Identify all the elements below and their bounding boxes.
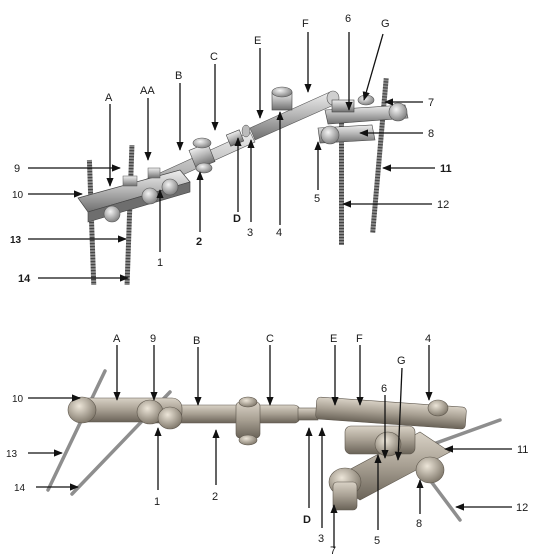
label-bot-E: E [330, 333, 337, 345]
label-top-2: 2 [196, 236, 202, 248]
label-bot-4: 4 [425, 333, 431, 345]
label-bot-8: 8 [416, 518, 422, 530]
label-top-AA: AA [140, 85, 155, 97]
label-top-6: 6 [345, 13, 351, 25]
label-bot-C: C [266, 333, 274, 345]
label-top-4: 4 [276, 227, 282, 239]
bottom-left-clamp [68, 397, 182, 429]
label-bot-F: F [356, 333, 363, 345]
label-bot-5: 5 [374, 535, 380, 547]
arrow-top-G [364, 34, 383, 100]
label-bot-10: 10 [12, 394, 24, 405]
label-top-13: 13 [10, 235, 22, 246]
label-bot-3: 3 [318, 533, 324, 545]
label-bot-6: 6 [381, 383, 387, 395]
label-bot-7: 7 [330, 545, 336, 554]
label-top-7: 7 [428, 97, 434, 109]
label-top-F: F [302, 18, 309, 30]
label-top-9: 9 [14, 163, 20, 175]
label-top-3: 3 [247, 227, 253, 239]
label-top-5: 5 [314, 193, 320, 205]
label-top-10: 10 [12, 190, 24, 201]
label-bot-B: B [193, 335, 200, 347]
pin-13-bottom [48, 371, 105, 490]
label-bot-D: D [303, 514, 311, 526]
label-top-E: E [254, 35, 261, 47]
bottom-middle-clamp [236, 397, 260, 445]
top-left-clamp [78, 168, 190, 222]
label-bot-2: 2 [212, 491, 218, 503]
label-top-12: 12 [437, 199, 449, 211]
label-top-D: D [233, 213, 241, 225]
top-knob-4 [272, 87, 292, 110]
bottom-fixator [48, 371, 500, 520]
label-top-G: G [381, 18, 390, 30]
label-bot-A: A [113, 333, 121, 345]
label-bot-9: 9 [150, 333, 156, 345]
label-top-B: B [175, 70, 182, 82]
label-bot-11: 11 [517, 444, 528, 456]
pin-12 [339, 105, 344, 245]
label-bot-G: G [397, 355, 406, 367]
label-top-A: A [105, 92, 113, 104]
label-bot-1: 1 [154, 496, 160, 508]
pin-14 [87, 160, 96, 285]
label-top-14: 14 [18, 273, 31, 285]
top-leader-arrows [28, 32, 435, 278]
label-top-11: 11 [440, 163, 452, 175]
label-bot-13: 13 [6, 449, 18, 460]
top-fixator [78, 78, 408, 285]
pin-13 [125, 145, 135, 285]
label-bot-14: 14 [14, 483, 26, 494]
label-top-1: 1 [157, 257, 163, 269]
label-bot-12: 12 [516, 502, 528, 514]
bottom-labels: A 9 B C E F 4 6 G 10 11 13 14 1 2 12 D 3… [6, 333, 528, 554]
label-top-C: C [210, 51, 218, 63]
label-top-8: 8 [428, 128, 434, 140]
